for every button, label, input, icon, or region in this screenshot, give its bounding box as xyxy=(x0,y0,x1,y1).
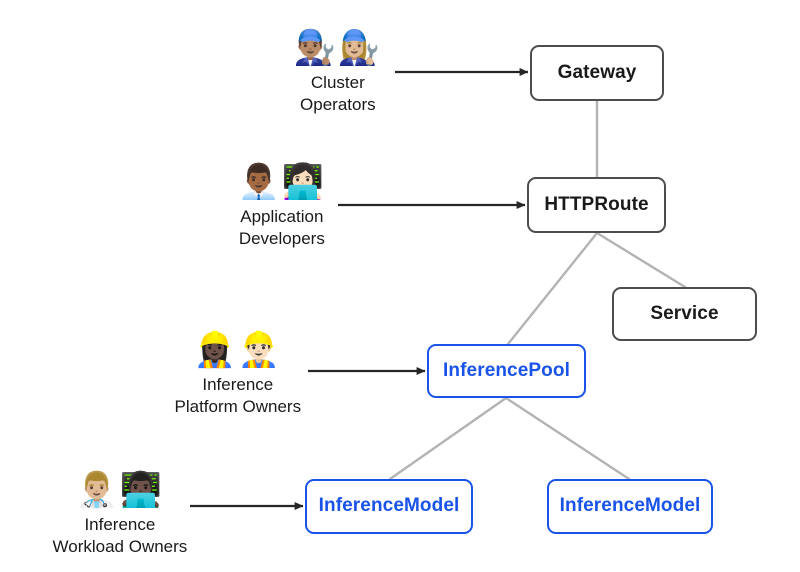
persona-label-line2-inference-workload-owners: Workload Owners xyxy=(52,536,188,556)
node-label-inferencemodel-right: InferenceModel xyxy=(559,495,701,517)
persona-label-line1-cluster-operators: Cluster xyxy=(310,73,365,92)
node-httproute[interactable]: HTTPRoute xyxy=(527,177,666,233)
node-label-service: Service xyxy=(650,302,719,324)
health-worker-icon: 👨🏼‍⚕️👨🏿‍💻 xyxy=(75,470,165,510)
edge-inferencepool-inferencemodel-left xyxy=(388,396,508,481)
edge-inferencepool-inferencemodel-right xyxy=(504,396,631,481)
node-service[interactable]: Service xyxy=(612,287,757,341)
node-inferencemodel-right[interactable]: InferenceModel xyxy=(547,479,713,534)
edge-httproute-inferencepool xyxy=(506,231,599,346)
node-inferencemodel-left[interactable]: InferenceModel xyxy=(305,479,473,534)
persona-label-line1-inference-platform-owners: Inference xyxy=(202,375,274,394)
role-arrows xyxy=(190,68,529,510)
persona-label-line2-application-developers: Developers xyxy=(238,228,325,248)
persona-label-line1-application-developers: Application xyxy=(240,207,324,226)
node-gateway[interactable]: Gateway xyxy=(530,45,664,101)
node-label-inferencemodel-left: InferenceModel xyxy=(318,495,460,517)
node-label-httproute: HTTPRoute xyxy=(544,193,649,215)
mechanic-man-icon: 👨🏽‍🔧👩🏼‍🔧 xyxy=(293,28,383,68)
node-inferencepool[interactable]: InferencePool xyxy=(427,344,586,398)
edge-httproute-service xyxy=(595,231,687,289)
construction-worker-woman-icon: 👷🏿‍♀️👷🏻‍♂️ xyxy=(193,330,283,370)
office-worker-man-icon: 👨🏾‍💼👩🏻‍💻 xyxy=(237,162,327,202)
persona-label-line2-inference-platform-owners: Platform Owners xyxy=(174,396,302,416)
persona-label-line2-cluster-operators: Operators xyxy=(300,94,376,114)
persona-label-line1-inference-workload-owners: Inference xyxy=(84,515,156,534)
node-label-inferencepool: InferencePool xyxy=(443,359,570,381)
node-label-gateway: Gateway xyxy=(557,61,637,83)
